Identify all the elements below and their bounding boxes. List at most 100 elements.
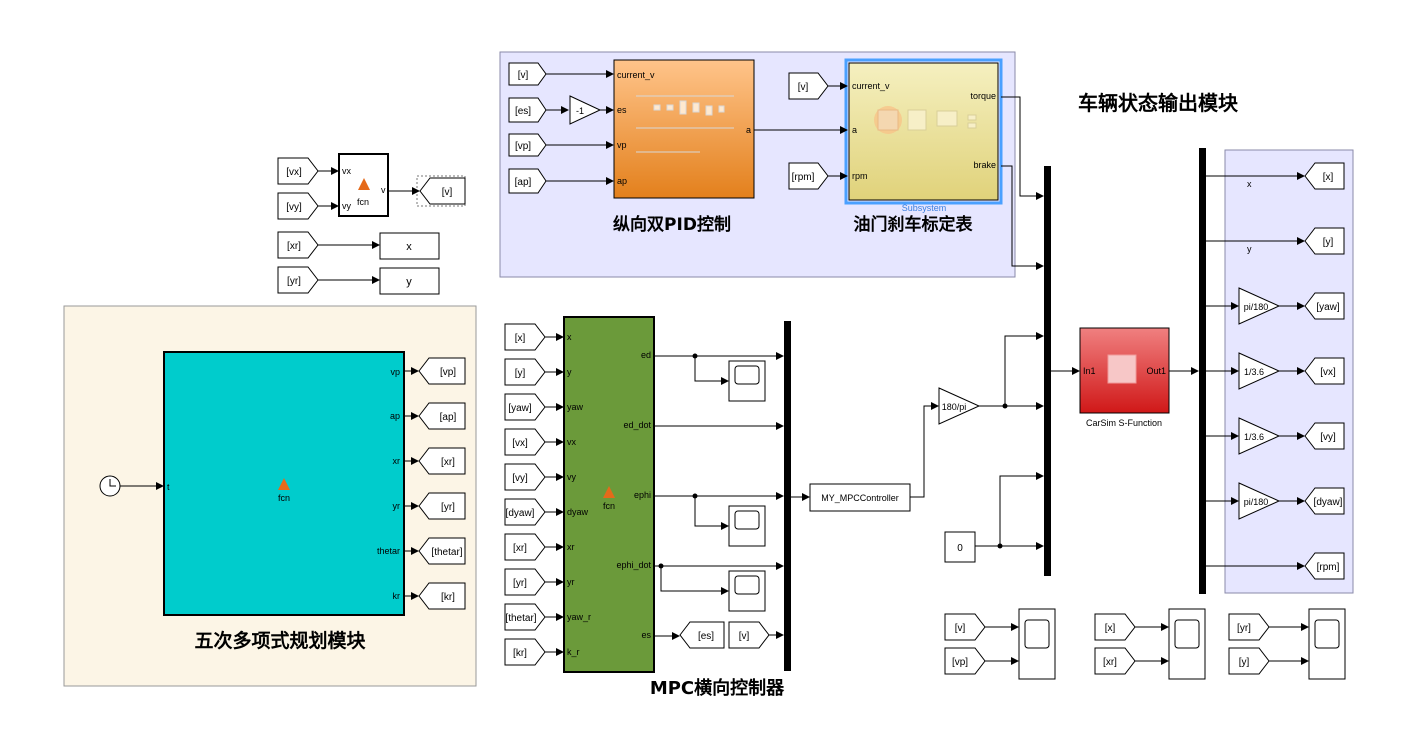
from-tag-mpc-y[interactable]: [y] <box>504 358 546 386</box>
carsim-icon <box>1107 354 1137 384</box>
svg-text:[xr]: [xr] <box>287 241 301 252</box>
goto-tag-kr[interactable]: [kr] <box>418 582 466 610</box>
svg-text:fcn: fcn <box>357 197 369 207</box>
svg-text:ap: ap <box>390 411 400 421</box>
pid-controller-block[interactable]: current_v es vp ap a <box>613 59 755 199</box>
scope-ephi[interactable] <box>728 505 766 547</box>
scope-ed[interactable] <box>728 360 766 402</box>
from-tag-mpc-x[interactable]: [x] <box>504 323 546 351</box>
from-tag-mpc-yr[interactable]: [yr] <box>504 568 546 596</box>
gain-180pi-block[interactable]: 180/pi <box>938 387 981 425</box>
clock-block[interactable] <box>99 475 121 497</box>
goto-tag-out-vx[interactable]: [vx] <box>1304 357 1345 385</box>
scope-y[interactable] <box>1308 608 1346 680</box>
mpc-area-title: MPC横向控制器 <box>650 677 785 699</box>
from-tag-scope2-x[interactable]: [x] <box>1094 613 1136 641</box>
from-tag-scope2-xr[interactable]: [xr] <box>1094 647 1136 675</box>
goto-tag-out-yaw[interactable]: [yaw] <box>1304 292 1345 320</box>
svg-text:[thetar]: [thetar] <box>431 547 462 558</box>
goto-tag-ap[interactable]: [ap] <box>418 402 466 430</box>
display-y-block[interactable]: y <box>379 267 440 295</box>
svg-text:[yr]: [yr] <box>513 578 527 589</box>
scope-ephi-dot[interactable] <box>728 570 766 612</box>
from-tag-vx-top[interactable]: [vx] <box>277 157 319 185</box>
svg-text:ed_dot: ed_dot <box>623 420 651 430</box>
svg-text:es: es <box>641 630 651 640</box>
throttle-table-title: 油门刹车标定表 <box>854 214 974 235</box>
svg-text:yaw_r: yaw_r <box>567 612 591 622</box>
poly-planner-block[interactable]: t vp ap xr yr thetar kr fcn <box>163 351 405 616</box>
goto-tag-out-dyaw[interactable]: [dyaw] <box>1304 487 1345 515</box>
svg-text:[y]: [y] <box>1239 657 1250 668</box>
signal-label-x: x <box>1247 179 1252 189</box>
goto-tag-xr[interactable]: [xr] <box>418 447 466 475</box>
svg-text:[vy]: [vy] <box>286 202 302 213</box>
svg-text:[yr]: [yr] <box>287 276 301 287</box>
svg-text:dyaw: dyaw <box>567 507 589 517</box>
svg-text:yr: yr <box>567 577 575 587</box>
from-tag-scope3-yr[interactable]: [yr] <box>1228 613 1270 641</box>
goto-tag-vp[interactable]: [vp] <box>418 357 466 385</box>
goto-tag-v-top[interactable]: [v] <box>416 175 466 207</box>
from-tag-scope1-v[interactable]: [v] <box>944 613 986 641</box>
svg-text:es: es <box>617 105 627 115</box>
svg-text:x: x <box>406 241 412 253</box>
from-tag-mpc-xr[interactable]: [xr] <box>504 533 546 561</box>
carsim-sfunction-block[interactable]: In1 Out1 CarSim S-Function <box>1079 327 1170 428</box>
from-tag-scope3-y[interactable]: [y] <box>1228 647 1270 675</box>
svg-text:xr: xr <box>393 456 401 466</box>
scope-x[interactable] <box>1168 608 1206 680</box>
mux-bar-mpc[interactable] <box>784 321 791 671</box>
constant-zero-block[interactable]: 0 <box>944 531 976 563</box>
mpc-controller-block[interactable]: MY_MPCController <box>809 483 911 512</box>
mpc-fcn-block[interactable]: x y yaw vx vy dyaw xr yr yaw_r k_r ed ed… <box>563 316 655 673</box>
from-tag-vp[interactable]: [vp] <box>508 133 547 157</box>
matlab-icon <box>358 178 370 190</box>
from-tag-mpc-dyaw[interactable]: [dyaw] <box>504 498 546 526</box>
svg-text:fcn: fcn <box>603 501 615 511</box>
goto-tag-yr[interactable]: [yr] <box>418 492 466 520</box>
from-tag-mpc-vx[interactable]: [vx] <box>504 428 546 456</box>
gain-neg1-block[interactable]: -1 <box>569 95 602 125</box>
mux-bar-carsim-in[interactable] <box>1044 166 1051 576</box>
goto-tag-out-y[interactable]: [y] <box>1304 227 1345 255</box>
from-tag-mpc-kr[interactable]: [kr] <box>504 638 546 666</box>
svg-text:[vp]: [vp] <box>515 141 531 152</box>
from-tag-xr-top[interactable]: [xr] <box>277 231 319 259</box>
throttle-brake-subsystem[interactable]: current_v a rpm torque brake Subsystem <box>844 58 1003 213</box>
from-tag-v-pid[interactable]: [v] <box>508 62 547 86</box>
svg-text:y: y <box>406 276 412 288</box>
svg-text:[ap]: [ap] <box>440 412 457 423</box>
from-tag-es[interactable]: [es] <box>508 97 547 123</box>
from-tag-yr-top[interactable]: [yr] <box>277 266 319 294</box>
goto-tag-out-rpm[interactable]: [rpm] <box>1304 552 1345 580</box>
goto-tag-out-x[interactable]: [x] <box>1304 162 1345 190</box>
svg-text:[yr]: [yr] <box>1237 623 1251 634</box>
gain-yaw-block[interactable]: pi/180 <box>1238 287 1281 325</box>
gain-vx-block[interactable]: 1/3.6 <box>1238 352 1281 390</box>
display-x-block[interactable]: x <box>379 232 440 260</box>
gain-vy-block[interactable]: 1/3.6 <box>1238 417 1281 455</box>
scope-speed[interactable] <box>1018 608 1056 680</box>
gain-dyaw-block[interactable]: pi/180 <box>1238 482 1281 520</box>
from-tag-mpc-vy[interactable]: [vy] <box>504 463 546 491</box>
svg-text:vx: vx <box>342 166 352 176</box>
from-tag-vy-top[interactable]: [vy] <box>277 192 319 220</box>
svg-text:[x]: [x] <box>515 333 526 344</box>
demux-bar-carsim-out[interactable] <box>1199 148 1206 594</box>
goto-tag-out-vy[interactable]: [vy] <box>1304 422 1345 450</box>
from-tag-rpm[interactable]: [rpm] <box>788 162 829 190</box>
from-tag-ap[interactable]: [ap] <box>508 168 547 194</box>
from-tag-v-mpc[interactable]: [v] <box>728 621 770 649</box>
svg-text:[thetar]: [thetar] <box>505 613 536 624</box>
from-tag-mpc-yaw[interactable]: [yaw] <box>504 393 546 421</box>
svg-text:[x]: [x] <box>1105 623 1116 634</box>
svg-text:thetar: thetar <box>377 546 400 556</box>
fcn-speed-block[interactable]: vx vy v fcn <box>338 153 389 217</box>
from-tag-mpc-thetar[interactable]: [thetar] <box>504 603 546 631</box>
goto-tag-es[interactable]: [es] <box>679 621 725 649</box>
from-tag-v-subsystem[interactable]: [v] <box>788 72 829 100</box>
svg-text:fcn: fcn <box>278 493 290 503</box>
from-tag-scope1-vp[interactable]: [vp] <box>944 647 986 675</box>
goto-tag-thetar[interactable]: [thetar] <box>418 537 466 565</box>
